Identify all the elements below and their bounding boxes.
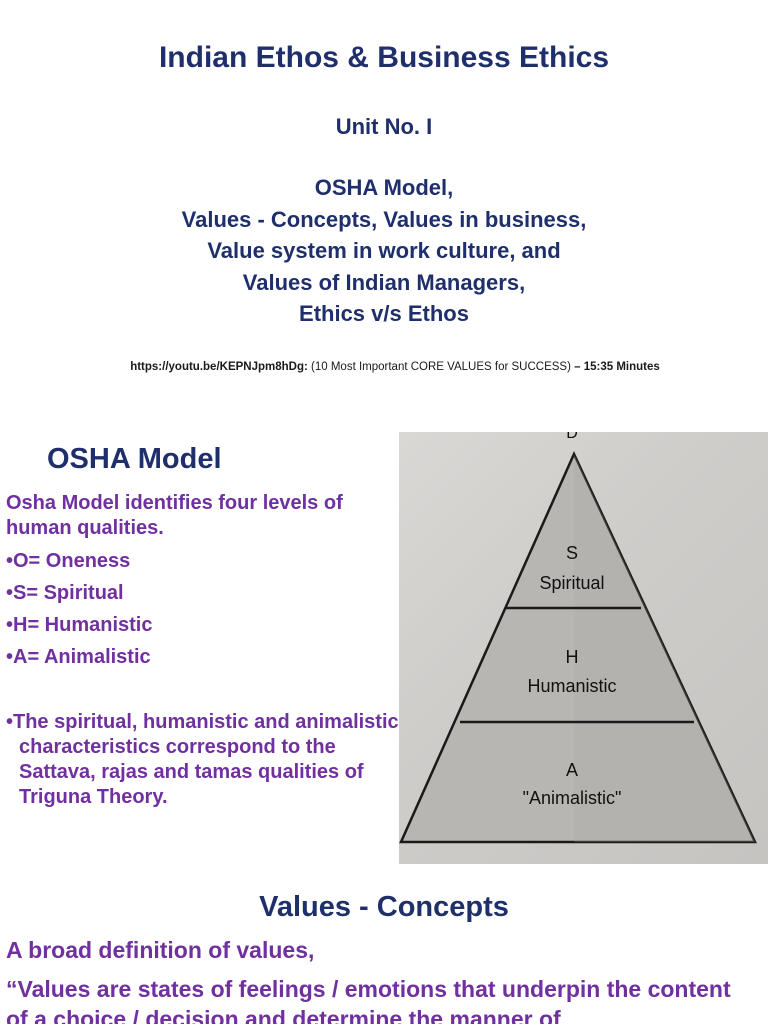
video-reference: https://youtu.be/KEPNJpm8hDg: (10 Most I… [0, 358, 768, 376]
osha-pyramid-image: D S Spiritual H Humanistic A "Animalisti… [399, 432, 768, 864]
unit-number: Unit No. I [335, 114, 433, 139]
topic-line: Value system in work culture, and [207, 238, 561, 263]
tier-animalistic-label: "Animalistic" [523, 788, 622, 808]
tier-humanistic-letter: H [566, 647, 579, 667]
page-title: Indian Ethos & Business Ethics [158, 41, 610, 74]
topic-line: Values of Indian Managers, [242, 269, 526, 295]
pyramid-outline [399, 450, 757, 844]
topics-list: OSHA Model, Values - Concepts, Values in… [0, 172, 768, 330]
video-link[interactable]: https://youtu.be/KEPNJpm8hDg: [130, 361, 308, 373]
video-duration: – 15:35 Minutes [574, 361, 660, 373]
tier-spiritual-label: Spiritual [539, 573, 604, 593]
osha-intro: Osha Model identifies four levels of hum… [6, 492, 343, 539]
tier-animalistic-letter: A [566, 760, 578, 780]
level-animalistic: •A= Animalistic [6, 646, 151, 668]
osha-pyramid-diagram: D S Spiritual H Humanistic A "Animalisti… [399, 432, 757, 844]
level-spiritual: •S= Spiritual [6, 582, 124, 604]
values-concepts-heading: Values - Concepts [259, 891, 509, 923]
pyramid-top-letter: D [566, 432, 578, 442]
video-description-core: CORE VALUES for SUCCESS) [410, 361, 571, 373]
topic-line: Values - Concepts, Values in business, [181, 206, 587, 232]
tier-humanistic-label: Humanistic [527, 676, 616, 696]
level-humanistic: •H= Humanistic [6, 614, 153, 636]
pyramid-shading [574, 454, 755, 842]
values-definition-quote: “Values are states of feelings / emotion… [6, 976, 731, 1024]
tier-spiritual-letter: S [566, 543, 578, 563]
video-description: (10 Most Important [311, 361, 408, 373]
osha-heading: OSHA Model [47, 443, 222, 475]
triguna-note: •The spiritual, humanistic and animalist… [6, 711, 399, 808]
level-oneness: •O= Oneness [6, 550, 131, 572]
topic-line: OSHA Model, [314, 175, 454, 200]
topic-line: Ethics v/s Ethos [299, 301, 469, 326]
values-definition-intro: A broad definition of values, [6, 937, 315, 963]
